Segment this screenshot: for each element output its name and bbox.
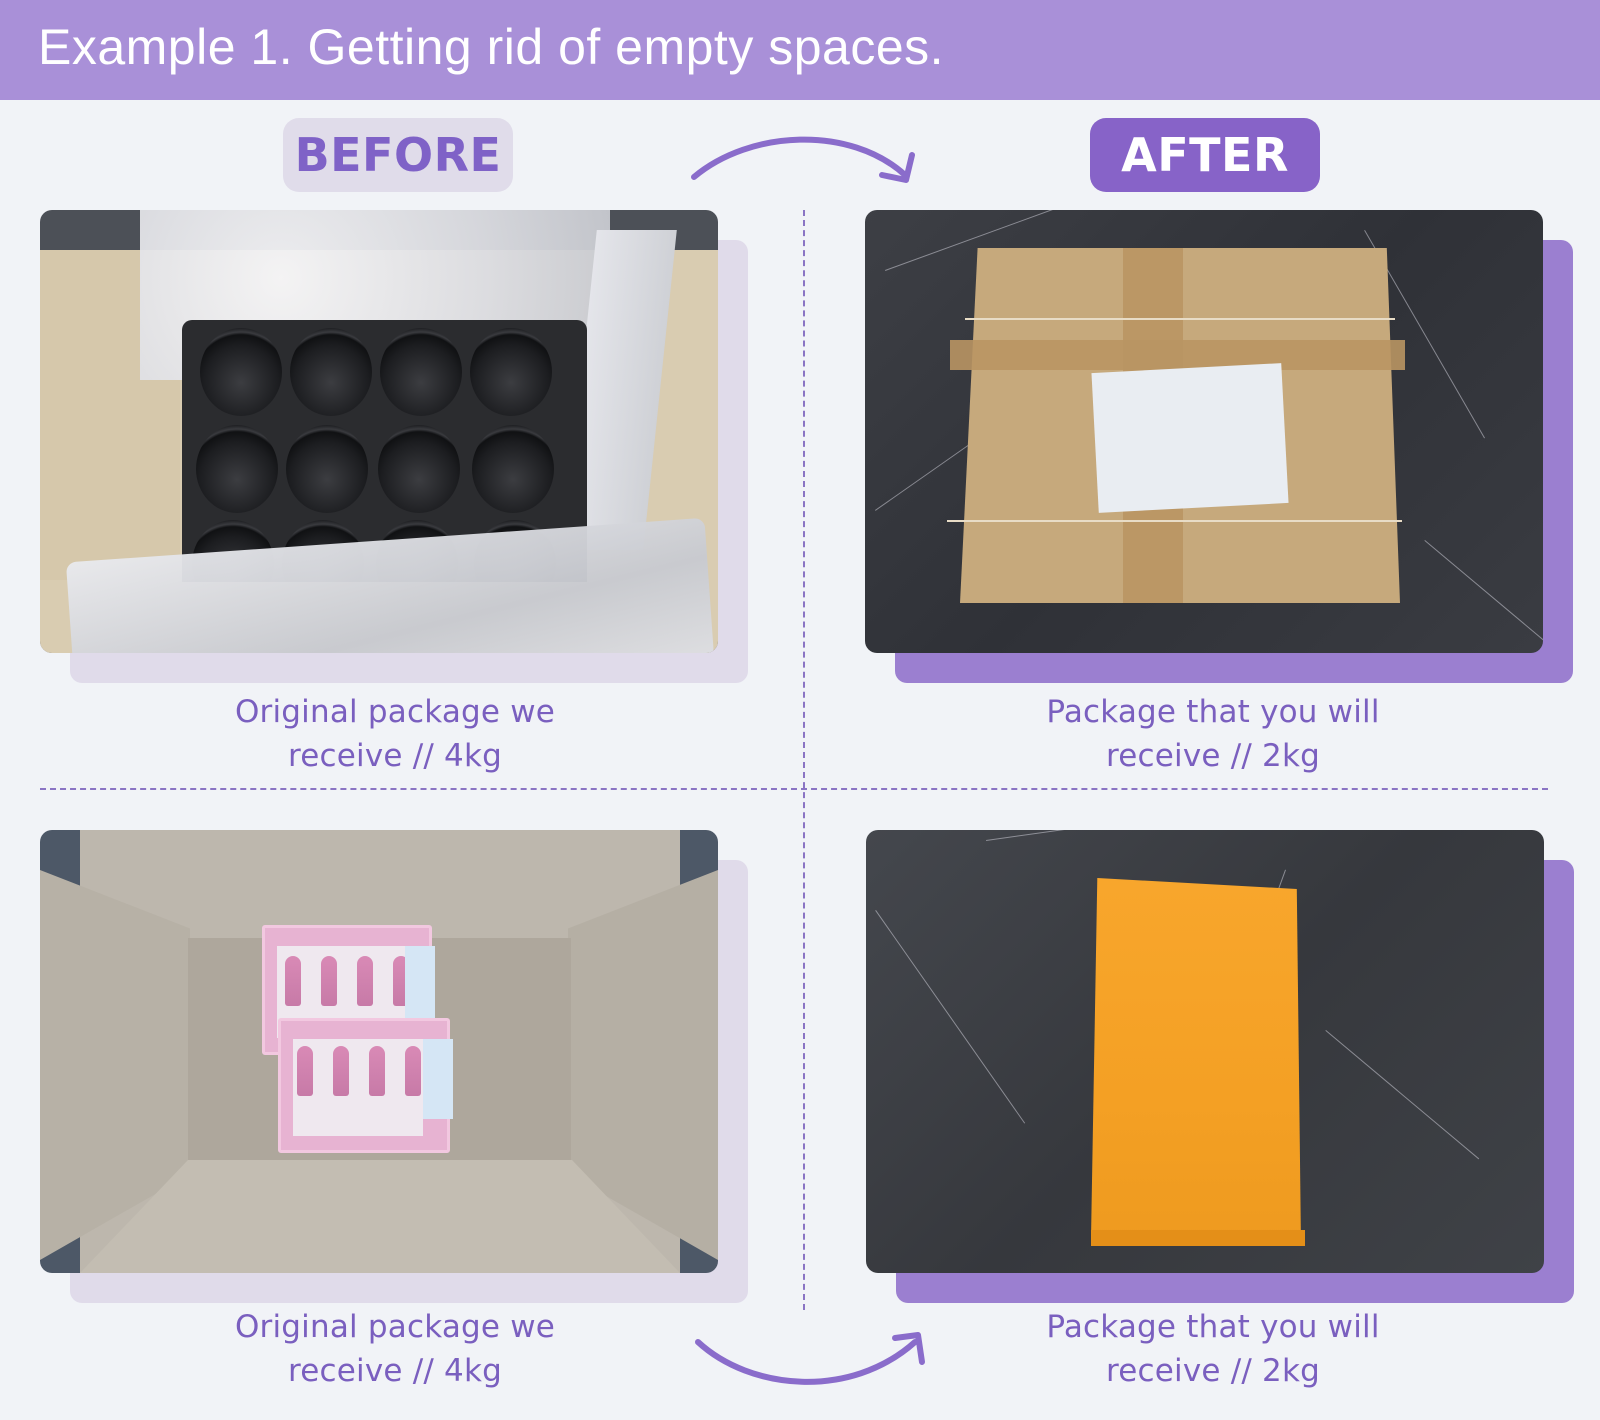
after-caption-1: Package that you will receive // 2kg xyxy=(933,690,1493,778)
caption-line: receive // 2kg xyxy=(1105,1353,1321,1389)
caption-line: receive // 2kg xyxy=(1105,738,1321,774)
before-photo-pink-boxes xyxy=(40,830,718,1273)
curved-arrow-right-icon xyxy=(691,136,915,183)
caption-line: receive // 4kg xyxy=(287,1353,503,1389)
after-caption-2: Package that you will receive // 2kg xyxy=(933,1305,1493,1393)
after-photo-orange-mailer xyxy=(866,830,1544,1273)
before-photo-muffin-tray-box xyxy=(40,210,718,653)
header-banner: Example 1. Getting rid of empty spaces. xyxy=(0,0,1600,100)
horizontal-divider xyxy=(40,788,1548,790)
before-label: BEFORE xyxy=(283,118,513,192)
after-photo-flat-box xyxy=(865,210,1543,653)
caption-line: receive // 4kg xyxy=(287,738,503,774)
caption-line: Package that you will xyxy=(1046,694,1380,730)
curved-arrow-right-up-icon xyxy=(695,1332,925,1385)
page-title: Example 1. Getting rid of empty spaces. xyxy=(38,19,945,75)
before-caption-1: Original package we receive // 4kg xyxy=(115,690,675,778)
vertical-divider xyxy=(803,210,805,1310)
orange-mailer xyxy=(1091,878,1301,1246)
caption-line: Original package we xyxy=(234,694,556,730)
caption-line: Package that you will xyxy=(1046,1309,1380,1345)
after-label: AFTER xyxy=(1090,118,1320,192)
caption-line: Original package we xyxy=(234,1309,556,1345)
before-caption-2: Original package we receive // 4kg xyxy=(115,1305,675,1393)
shipping-label xyxy=(1091,363,1289,513)
